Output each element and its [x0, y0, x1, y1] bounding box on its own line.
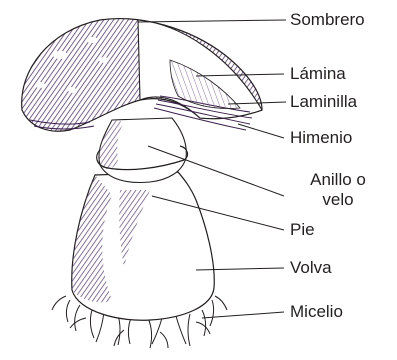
label-micelio: Micelio [290, 302, 343, 322]
label-himenio: Himenio [290, 128, 352, 148]
label-lamina: Lámina [290, 64, 346, 84]
label-laminilla: Laminilla [290, 92, 357, 112]
label-anillo: Anillo o velo [302, 170, 374, 210]
label-anillo-line1: Anillo o [302, 170, 374, 190]
label-volva: Volva [290, 258, 332, 278]
label-anillo-line2: velo [302, 190, 374, 210]
label-pie: Pie [290, 220, 315, 240]
label-sombrero: Sombrero [290, 10, 365, 30]
